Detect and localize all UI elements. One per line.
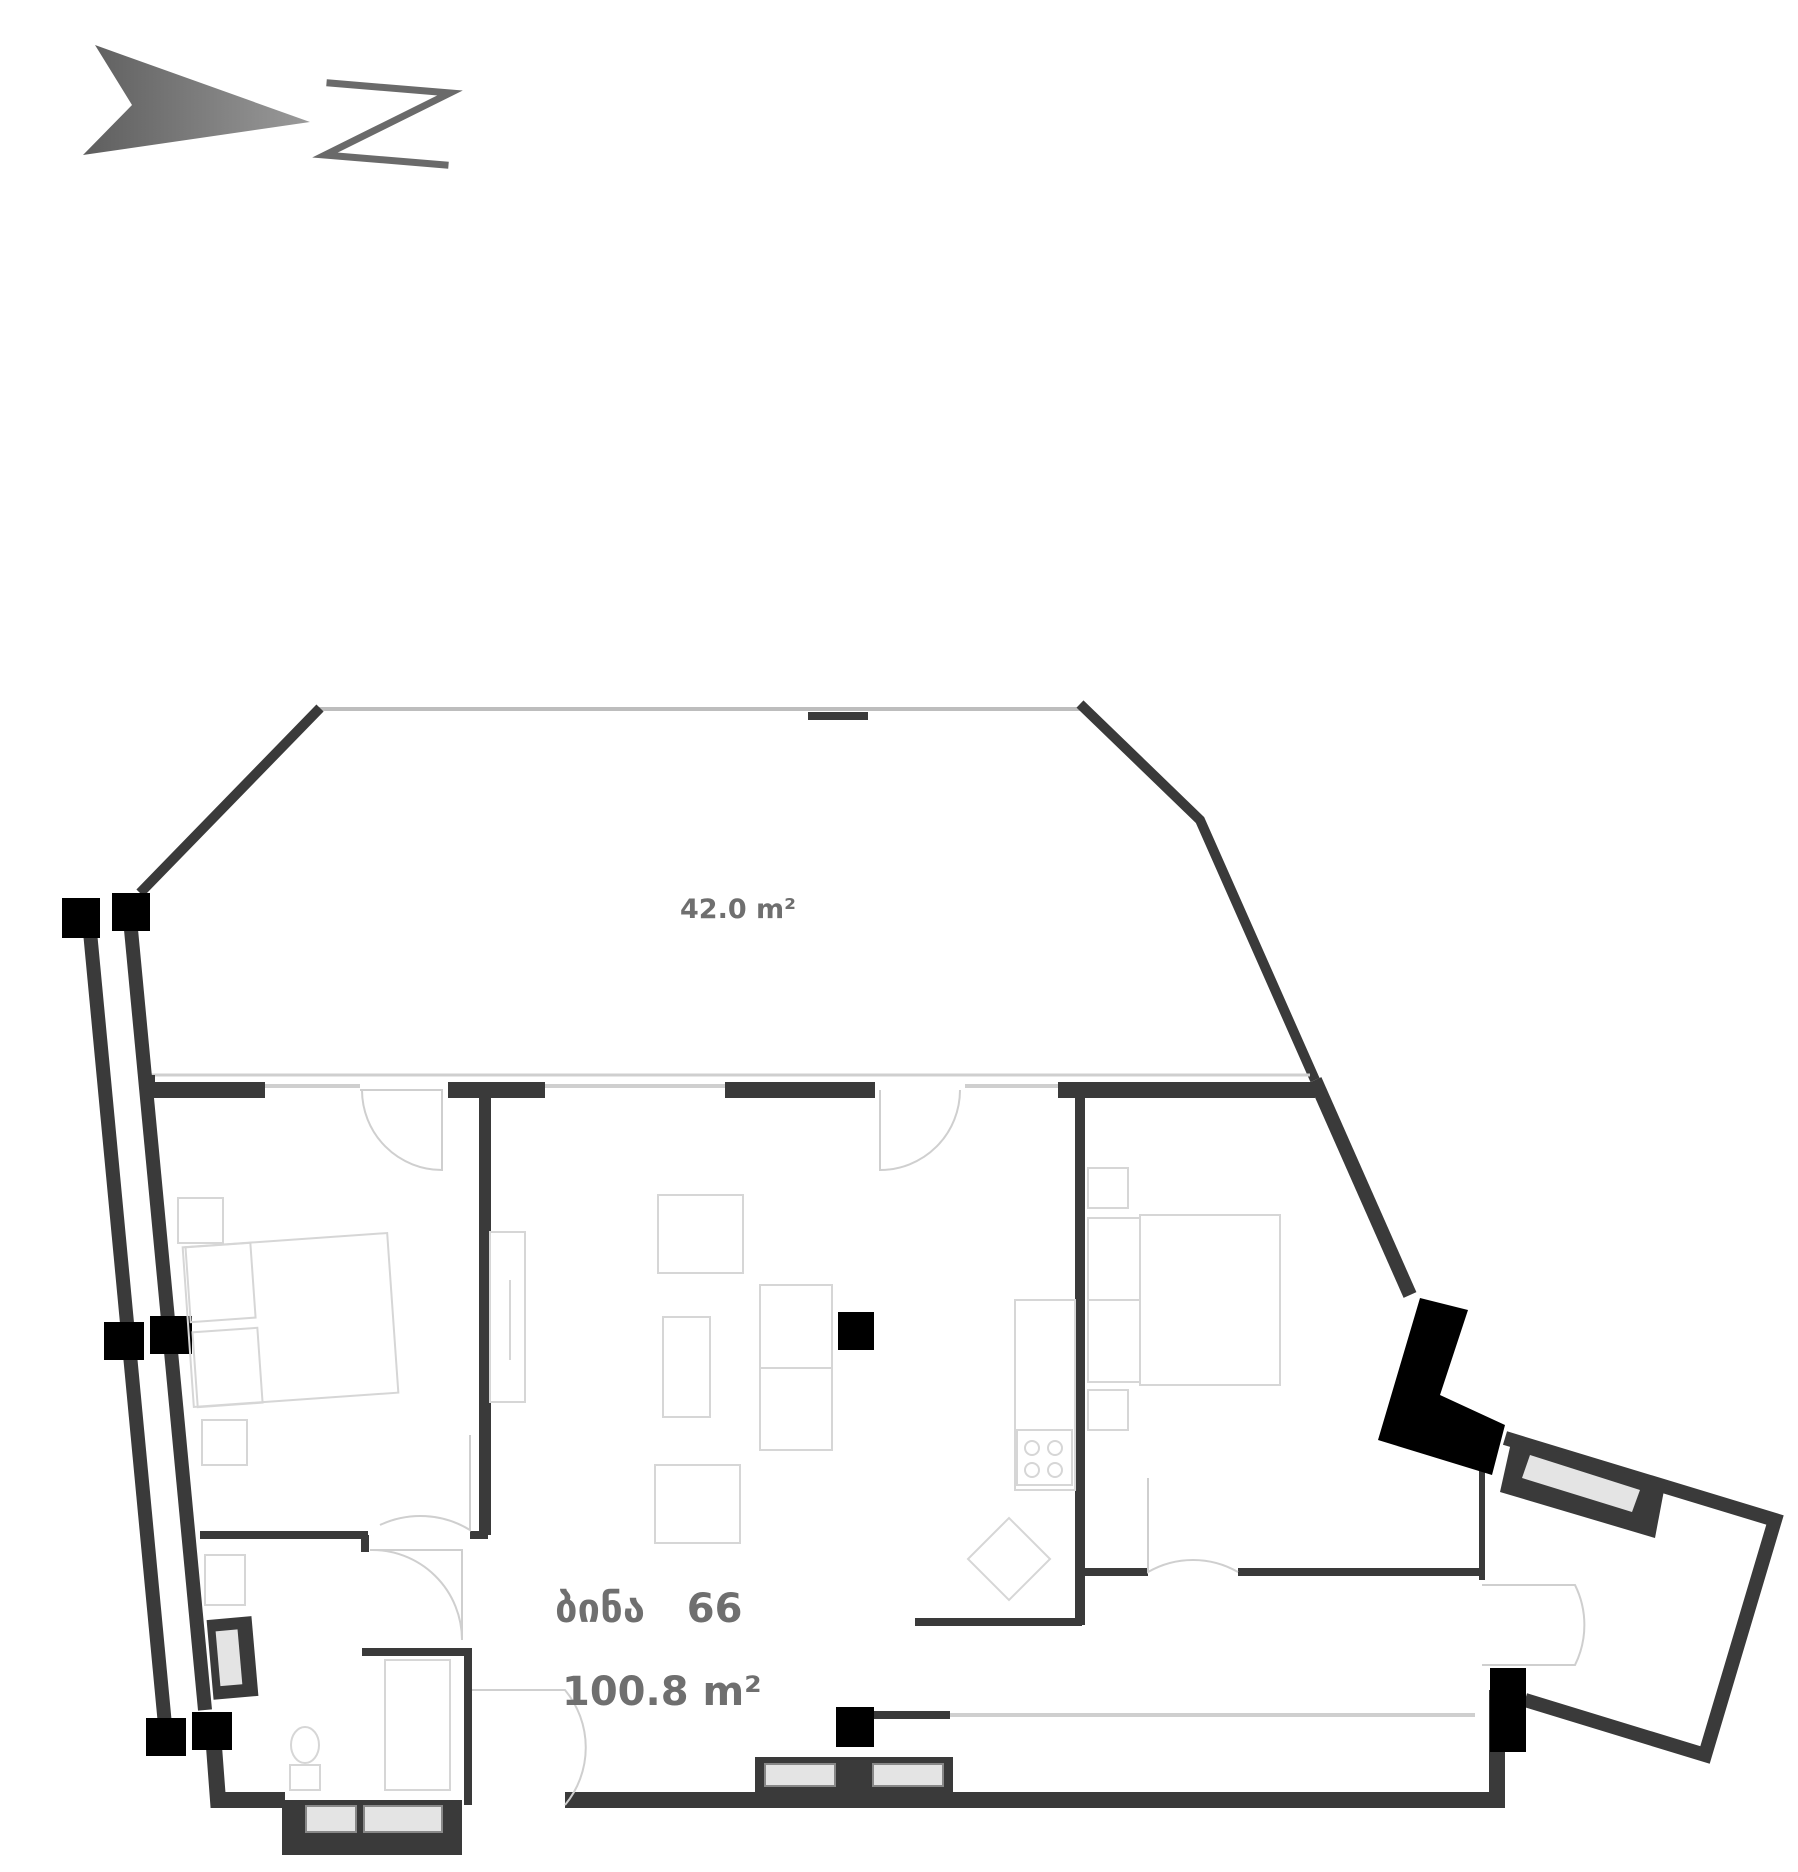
terrace-wall-left [136,704,324,897]
left-bedroom-bed [181,1231,400,1408]
right-bedroom-bed [1139,1214,1281,1386]
terrace-wall-right [1076,700,1320,1083]
wardrobe-left [489,1231,526,1403]
north-arrow-icon [83,45,310,155]
living-table [662,1316,711,1418]
north-letter-glyph [312,79,463,169]
terrace-rail-post [808,712,868,720]
interior-walls [150,1082,1485,1805]
ventilation-shafts [206,1438,1665,1855]
windows [265,1084,1475,1717]
stove [1016,1429,1073,1486]
bathtub [384,1659,451,1791]
furniture [177,1167,1281,1791]
kitchen-counter [1014,1299,1076,1491]
structural-columns [62,893,1526,1756]
terrace-area-label: 42.0 m² [680,894,796,925]
apartment-name-label: ბინა 66 [555,1586,742,1632]
kitchen-sink [966,1516,1052,1602]
apartment-area-label: 100.8 m² [562,1669,762,1715]
toilet [290,1726,320,1764]
doors [360,1089,1586,1806]
bathroom-sink [204,1554,246,1606]
terrace [136,700,1320,1083]
